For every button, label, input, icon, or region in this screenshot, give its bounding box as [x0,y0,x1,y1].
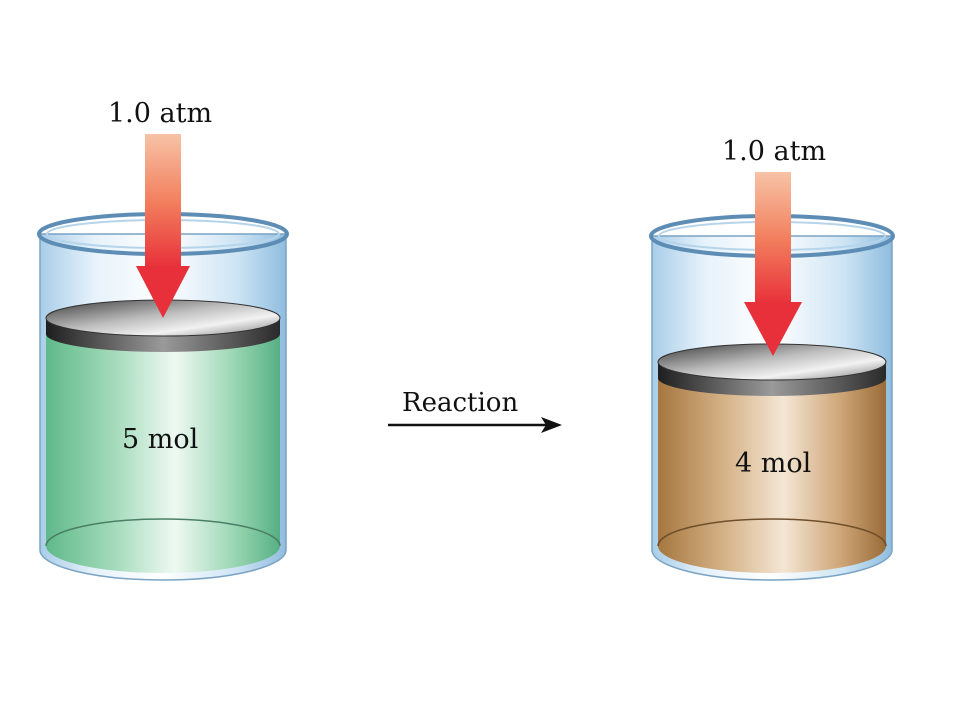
gas-right [658,378,886,573]
cylinder-left-bottom [45,518,281,547]
gas-left [46,334,280,573]
reaction-label: Reaction [402,388,519,418]
pressure-label-right: 1.0 atm [722,136,827,167]
amount-label-left: 5 mol [122,424,199,455]
amount-label-right: 4 mol [735,448,812,479]
pressure-label-left: 1.0 atm [108,98,213,129]
pressure-arrow-left [136,134,190,318]
reaction-arrow [388,417,562,433]
cylinder-right-bottom [657,518,887,547]
pressure-arrow-right [744,172,802,356]
cylinder-right [649,214,895,581]
